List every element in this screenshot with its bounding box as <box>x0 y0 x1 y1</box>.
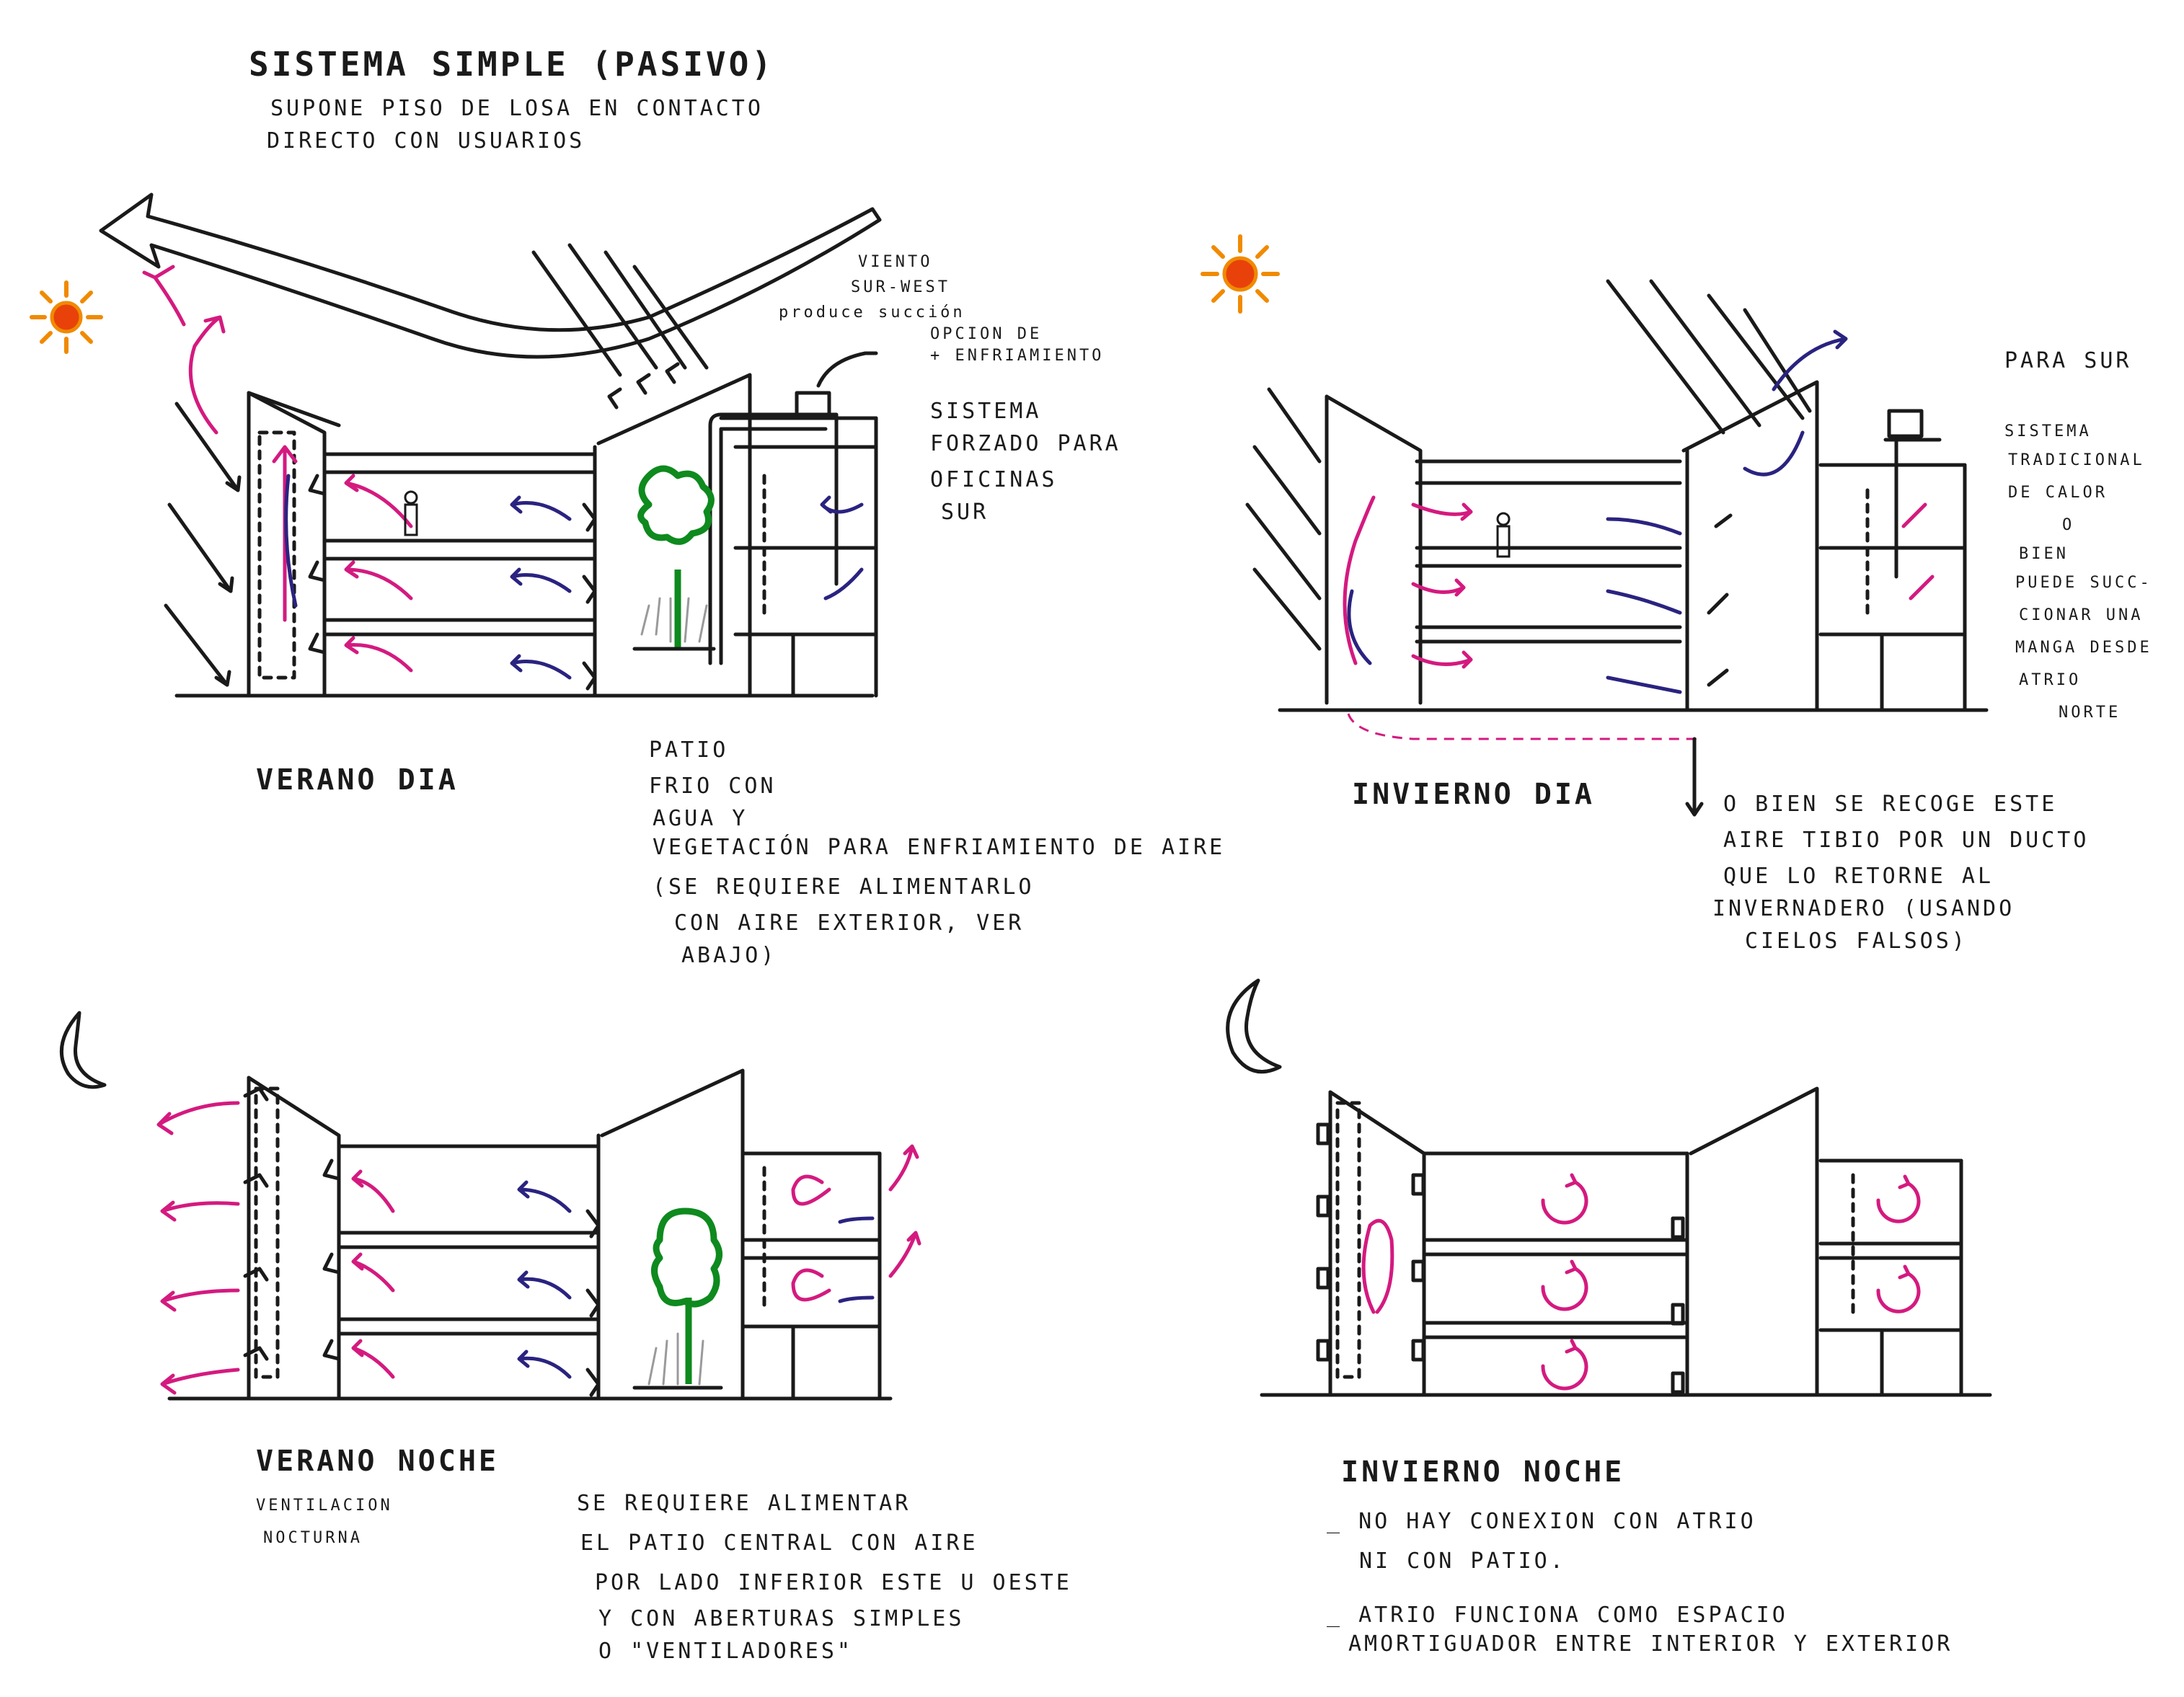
panel-label-invierno-dia: INVIERNO DIA <box>1352 778 1595 811</box>
duct-line-2: AIRE TIBIO POR UN DUCTO <box>1723 828 2089 853</box>
note-line-5: O "VENTILADORES" <box>598 1639 853 1664</box>
patio-line-2: FRIO CON <box>649 774 777 799</box>
note-line-2: EL PATIO CENTRAL CON AIRE <box>580 1530 978 1556</box>
side-line-10: MANGA DESDE <box>2015 639 2152 657</box>
air-flow-arrows <box>156 1101 921 1395</box>
patio-line-1: PATIO <box>649 737 728 763</box>
panel-verano-noche: VERANO NOCHE VENTILACION NOCTURNA SE REQ… <box>59 1011 1072 1664</box>
wind-note: produce succión <box>779 303 965 322</box>
verano-noche-annotations: VERANO NOCHE VENTILACION NOCTURNA SE REQ… <box>256 1445 1072 1664</box>
sub-line-1: VENTILACION <box>256 1497 393 1515</box>
system-line-2: FORZADO PARA <box>930 431 1121 456</box>
building-section <box>1278 380 1989 712</box>
vent-grilles <box>243 1086 601 1397</box>
system-line-3: OFICINAS <box>930 467 1058 492</box>
wind-label-1: VIENTO <box>858 253 932 271</box>
system-line-1: SISTEMA <box>930 399 1041 424</box>
warm-air-exhaust-arrow <box>142 265 186 327</box>
option-label-2: + ENFRIAMIENTO <box>930 347 1104 365</box>
patio-line-7: ABAJO) <box>681 943 777 968</box>
duct-line-5: CIELOS FALSOS) <box>1745 929 1968 954</box>
panel-label-verano-dia: VERANO DIA <box>256 763 459 797</box>
panel-invierno-noche: INVIERNO NOCHE _ NO HAY CONEXION CON ATR… <box>1226 978 1992 1657</box>
panel-invierno-dia: PARA SUR SISTEMA TRADICIONAL DE CALOR O … <box>1201 234 2152 954</box>
vegetation-tree <box>632 1208 723 1390</box>
duct-line-3: QUE LO RETORNE AL <box>1723 864 1994 889</box>
side-line-1: PARA SUR <box>2004 348 2132 373</box>
side-line-12: NORTE <box>2059 704 2121 722</box>
panel-verano-dia: VIENTO SUR-WEST produce succión OPCION D… <box>30 192 1225 968</box>
system-line-4: SUR <box>941 500 989 525</box>
building-section <box>1260 1086 1992 1397</box>
sun-rays <box>164 243 709 687</box>
air-flow-arrows <box>1343 329 1935 817</box>
person-figure <box>1496 512 1511 558</box>
side-line-8: PUEDE SUCC- <box>2015 574 2152 592</box>
patio-line-5: (SE REQUIERE ALIMENTARLO <box>653 874 1034 900</box>
patio-line-6: CON AIRE EXTERIOR, VER <box>674 910 1024 936</box>
side-line-4: TRADICIONAL <box>2008 451 2145 469</box>
side-line-11: ATRIO <box>2019 671 2081 689</box>
sun-rays <box>1245 279 1812 651</box>
building-section <box>167 1068 893 1401</box>
sheet-title: SISTEMA SIMPLE (PASIVO) <box>249 45 774 84</box>
wind-label-2: SUR-WEST <box>851 278 950 296</box>
panel-label-verano-noche: VERANO NOCHE <box>256 1445 499 1478</box>
vegetation-tree <box>632 465 716 651</box>
air-flow-arrows <box>272 351 878 680</box>
note-line-1: SE REQUIERE ALIMENTAR <box>577 1491 911 1516</box>
noche-note-4: AMORTIGUADOR ENTRE INTERIOR Y EXTERIOR <box>1348 1631 1953 1657</box>
note-line-3: POR LADO INFERIOR ESTE U OESTE <box>595 1570 1072 1595</box>
sheet-subtitle-1: SUPONE PISO DE LOSA EN CONTACTO <box>270 96 764 121</box>
invierno-dia-annotations: PARA SUR SISTEMA TRADICIONAL DE CALOR O … <box>1352 348 2152 954</box>
patio-line-4: VEGETACIÓN PARA ENFRIAMIENTO DE AIRE <box>653 833 1225 860</box>
side-line-3: SISTEMA <box>2004 422 2092 440</box>
sheet-header: SISTEMA SIMPLE (PASIVO) SUPONE PISO DE L… <box>249 45 774 154</box>
invierno-noche-annotations: INVIERNO NOCHE _ NO HAY CONEXION CON ATR… <box>1327 1455 1953 1657</box>
panel-label-invierno-noche: INVIERNO NOCHE <box>1341 1455 1624 1489</box>
patio-line-3: AGUA Y <box>653 806 748 831</box>
sun-icon <box>30 280 103 354</box>
moon-icon <box>1226 978 1282 1074</box>
verano-dia-annotations: VIENTO SUR-WEST produce succión OPCION D… <box>256 253 1225 968</box>
side-line-6: O <box>2062 516 2074 534</box>
side-line-7: BIEN <box>2019 545 2069 563</box>
option-label-1: OPCION DE <box>930 325 1042 343</box>
noche-note-1: _ NO HAY CONEXION CON ATRIO <box>1327 1509 1756 1534</box>
duct-line-4: INVERNADERO (USANDO <box>1712 896 2015 921</box>
building-section <box>174 373 878 698</box>
person-figure <box>404 490 418 536</box>
vent-grilles <box>308 362 680 691</box>
noche-note-2: NI CON PATIO. <box>1359 1548 1566 1574</box>
wind-arrow <box>99 192 882 359</box>
sun-icon <box>1201 234 1280 314</box>
side-line-9: CIONAR UNA <box>2019 606 2143 624</box>
sheet-subtitle-2: DIRECTO CON USUARIOS <box>267 128 585 154</box>
duct-line-1: O BIEN SE RECOGE ESTE <box>1723 792 2057 817</box>
noche-note-3: _ ATRIO FUNCIONA COMO ESPACIO <box>1327 1603 1788 1628</box>
side-line-5: DE CALOR <box>2008 484 2108 502</box>
vent-grilles <box>1316 1122 1685 1394</box>
warm-air-exhaust-arrow <box>188 315 226 435</box>
moon-icon <box>59 1011 107 1089</box>
note-line-4: Y CON ABERTURAS SIMPLES <box>598 1606 964 1631</box>
sub-line-2: NOCTURNA <box>263 1529 363 1547</box>
recirculation-arrows <box>1361 1173 1921 1391</box>
